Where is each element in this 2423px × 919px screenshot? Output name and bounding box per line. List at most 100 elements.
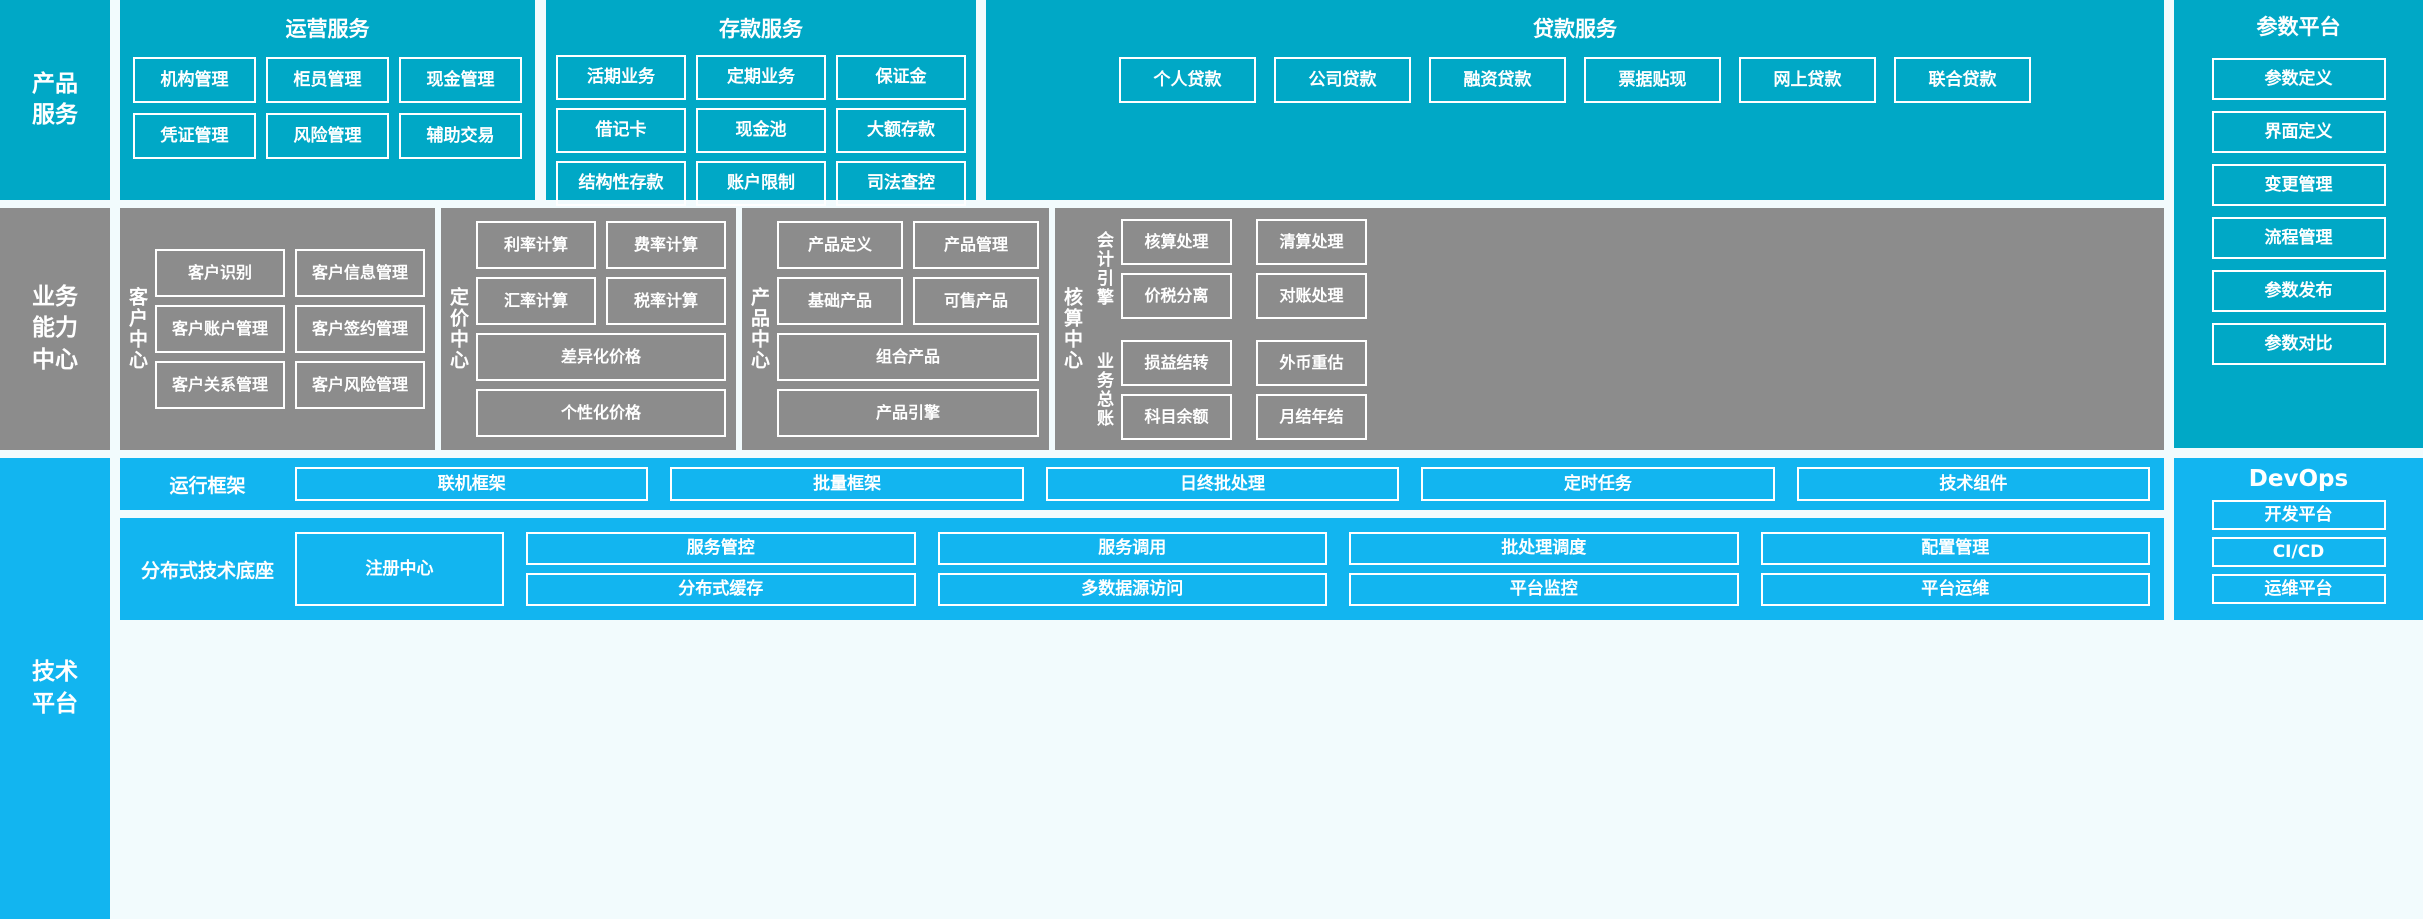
- capability-tile-shuilvjisuan[interactable]: 税率计算: [606, 277, 726, 325]
- center-row: 产品定义 产品管理: [777, 221, 1039, 269]
- tech-tile-fuwudiaoyong[interactable]: 服务调用: [937, 532, 1327, 565]
- param-tile-canshudingyi[interactable]: 参数定义: [2211, 58, 2386, 100]
- capability-tile-kehuxinxiguanli[interactable]: 客户信息管理: [295, 249, 425, 297]
- tech-tile-pingtaiyunwei[interactable]: 平台运维: [1760, 573, 2150, 606]
- capability-tile-gexinghuajiage[interactable]: 个性化价格: [476, 389, 726, 437]
- center-row: 科目余额 月结年结: [1121, 393, 2154, 440]
- product-center-body: 产品定义 产品管理 基础产品 可售产品 组合产品 产品引擎: [775, 208, 1049, 450]
- service-tile-gerendaikuan[interactable]: 个人贷款: [1119, 57, 1256, 103]
- capability-tile-qingsuanchuli[interactable]: 清算处理: [1256, 218, 1367, 265]
- product-center-label: 产品中心: [748, 287, 770, 371]
- capability-tile-kehufengxianguanli[interactable]: 客户风险管理: [295, 361, 425, 409]
- capability-tile-chanpindingyi[interactable]: 产品定义: [777, 221, 903, 269]
- center-row: 价税分离 对账处理: [1121, 272, 2154, 319]
- capability-tile-keshouchanpin[interactable]: 可售产品: [913, 277, 1039, 325]
- devops-tile-kaifapingtai[interactable]: 开发平台: [2211, 500, 2386, 530]
- capability-tile-chanpinyinqing[interactable]: 产品引擎: [777, 389, 1039, 437]
- capability-tile-feilvjisuan[interactable]: 费率计算: [606, 221, 726, 269]
- center-row: 客户识别 客户信息管理: [155, 249, 425, 297]
- service-tile-dingqiyewu[interactable]: 定期业务: [696, 55, 826, 100]
- service-tile-jiegouxingcunkuan[interactable]: 结构性存款: [556, 161, 686, 206]
- center-row: 核算处理 清算处理: [1121, 218, 2154, 265]
- service-tile-lianhedaikuan[interactable]: 联合贷款: [1894, 57, 2031, 103]
- pricing-center-body: 利率计算 费率计算 汇率计算 税率计算 差异化价格 个性化价格: [474, 208, 736, 450]
- capability-tile-chayihuajiage[interactable]: 差异化价格: [476, 333, 726, 381]
- capability-tile-kehushibie[interactable]: 客户识别: [155, 249, 285, 297]
- capability-tile-kemuyue[interactable]: 科目余额: [1121, 393, 1232, 440]
- capability-tile-lilvjisuan[interactable]: 利率计算: [476, 221, 596, 269]
- devops-tile-yunweipingtai[interactable]: 运维平台: [2211, 574, 2386, 604]
- service-tile-pingzhengguanli[interactable]: 凭证管理: [133, 113, 256, 159]
- distributed-base-band: 分布式技术底座 注册中心 服务管控 分布式缓存 服务调用 多数据源访问 批处理调…: [120, 518, 2164, 620]
- service-tile-guiyuanguanli[interactable]: 柜员管理: [266, 57, 389, 103]
- param-tile-jiemiandingyi[interactable]: 界面定义: [2211, 111, 2386, 153]
- tech-tile-pingtaijiankong[interactable]: 平台监控: [1349, 573, 1739, 606]
- service-tile-fuzhujiaoyi[interactable]: 辅助交易: [399, 113, 522, 159]
- capability-tile-jichuchanpin[interactable]: 基础产品: [777, 277, 903, 325]
- tech-tile-rizhongpichuli[interactable]: 日终批处理: [1045, 467, 1400, 501]
- tech-tile-lianjikuangjia[interactable]: 联机框架: [295, 467, 649, 501]
- tech-tile-duoshujuyuanfangwen[interactable]: 多数据源访问: [937, 573, 1327, 606]
- param-tile-biangengguanli[interactable]: 变更管理: [2211, 164, 2386, 206]
- capability-tile-waibichonggu[interactable]: 外币重估: [1256, 339, 1367, 386]
- tech-tile-fuwuguankong[interactable]: 服务管控: [526, 532, 916, 565]
- capability-tile-kehuguanxiguanli[interactable]: 客户关系管理: [155, 361, 285, 409]
- tech-tile-pichulidiaodu[interactable]: 批处理调度: [1349, 532, 1739, 565]
- parameter-platform-panel: 参数平台 参数定义 界面定义 变更管理 流程管理 参数发布 参数对比: [2174, 0, 2423, 448]
- service-tile-fengxianguanli[interactable]: 风险管理: [266, 113, 389, 159]
- distributed-base-column-1: 服务管控 分布式缓存: [526, 532, 916, 606]
- capability-tile-jiashuifenli[interactable]: 价税分离: [1121, 272, 1232, 319]
- tech-tile-jishuzujian[interactable]: 技术组件: [1796, 467, 2151, 501]
- operation-services-tiles: 机构管理 柜员管理 现金管理 凭证管理 风险管理 辅助交易: [120, 43, 535, 159]
- service-tile-gongsidaikuan[interactable]: 公司贷款: [1274, 57, 1411, 103]
- accounting-engine-group: 会计引擎 核算处理 清算处理 价税分离 对账处理: [1088, 208, 2164, 329]
- center-row: 产品引擎: [777, 389, 1039, 437]
- devops-tile-cicd[interactable]: CI/CD: [2211, 537, 2386, 567]
- service-tile-zhanghuxianzhi[interactable]: 账户限制: [696, 161, 826, 206]
- accounting-center-label: 核算中心: [1061, 287, 1083, 371]
- capability-tile-zuhechanpin[interactable]: 组合产品: [777, 333, 1039, 381]
- service-tile-jiejika[interactable]: 借记卡: [556, 108, 686, 153]
- service-tile-xianjinguanli[interactable]: 现金管理: [399, 57, 522, 103]
- service-tile-daecunkuan[interactable]: 大额存款: [836, 108, 966, 153]
- devops-tiles: 开发平台 CI/CD 运维平台: [2174, 492, 2423, 604]
- loan-services-title: 贷款服务: [1533, 17, 1617, 41]
- tech-tile-dingshirenwu[interactable]: 定时任务: [1421, 467, 1775, 501]
- business-ledger-label: 业务总账: [1093, 351, 1113, 428]
- capability-tile-kehuqianyueguanli[interactable]: 客户签约管理: [295, 305, 425, 353]
- capability-tile-huilvjisuan[interactable]: 汇率计算: [476, 277, 596, 325]
- capability-tile-chanpinguanli[interactable]: 产品管理: [913, 221, 1039, 269]
- customer-center-label: 客户中心: [126, 287, 148, 371]
- capability-tile-yuejieniainjie[interactable]: 月结年结: [1256, 393, 1367, 440]
- service-tile-wangshangdaikuan[interactable]: 网上贷款: [1739, 57, 1876, 103]
- capability-tile-duizhangchuli[interactable]: 对账处理: [1256, 272, 1367, 319]
- accounting-center-panel: 核算中心 会计引擎 核算处理 清算处理 价税分离 对账处理 业务总账: [1055, 208, 2164, 450]
- param-tile-liuchengguanli[interactable]: 流程管理: [2211, 217, 2386, 259]
- capability-tile-hesuanchuli[interactable]: 核算处理: [1121, 218, 1232, 265]
- service-tile-sifachakong[interactable]: 司法查控: [836, 161, 966, 206]
- tech-tile-zhucezhongxin[interactable]: 注册中心: [295, 532, 504, 606]
- devops-title: DevOps: [2248, 466, 2349, 492]
- runtime-framework-band: 运行框架 联机框架 批量框架 日终批处理 定时任务 技术组件: [120, 458, 2164, 510]
- parameter-platform-title: 参数平台: [2256, 15, 2341, 39]
- param-tile-canshufabu[interactable]: 参数发布: [2211, 270, 2386, 312]
- capability-tile-sunyijiezhuan[interactable]: 损益结转: [1121, 339, 1232, 386]
- operation-services-panel: 运营服务 机构管理 柜员管理 现金管理 凭证管理 风险管理 辅助交易: [120, 0, 535, 200]
- service-tile-xianjinchi[interactable]: 现金池: [696, 108, 826, 153]
- product-center-panel: 产品中心 产品定义 产品管理 基础产品 可售产品 组合产品 产品引擎: [742, 208, 1049, 450]
- center-row: 利率计算 费率计算: [476, 221, 726, 269]
- capability-tile-kehuzhanghuguanli[interactable]: 客户账户管理: [155, 305, 285, 353]
- tech-tile-piliangkuangjia[interactable]: 批量框架: [670, 467, 1024, 501]
- service-tile-rongzidaikuan[interactable]: 融资贷款: [1429, 57, 1566, 103]
- distributed-base-column-2: 服务调用 多数据源访问: [937, 532, 1327, 606]
- tech-tile-peizhiguanli[interactable]: 配置管理: [1760, 532, 2150, 565]
- tech-tile-fenbushihuancun[interactable]: 分布式缓存: [526, 573, 916, 606]
- center-row: 组合产品: [777, 333, 1039, 381]
- service-tile-piaojutiexian[interactable]: 票据贴现: [1584, 57, 1721, 103]
- service-tile-huoqiyewu[interactable]: 活期业务: [556, 55, 686, 100]
- center-row: 个性化价格: [476, 389, 726, 437]
- service-tile-baozhengjin[interactable]: 保证金: [836, 55, 966, 100]
- service-tile-jigouguanli[interactable]: 机构管理: [133, 57, 256, 103]
- param-tile-canshuduibi[interactable]: 参数对比: [2211, 323, 2386, 365]
